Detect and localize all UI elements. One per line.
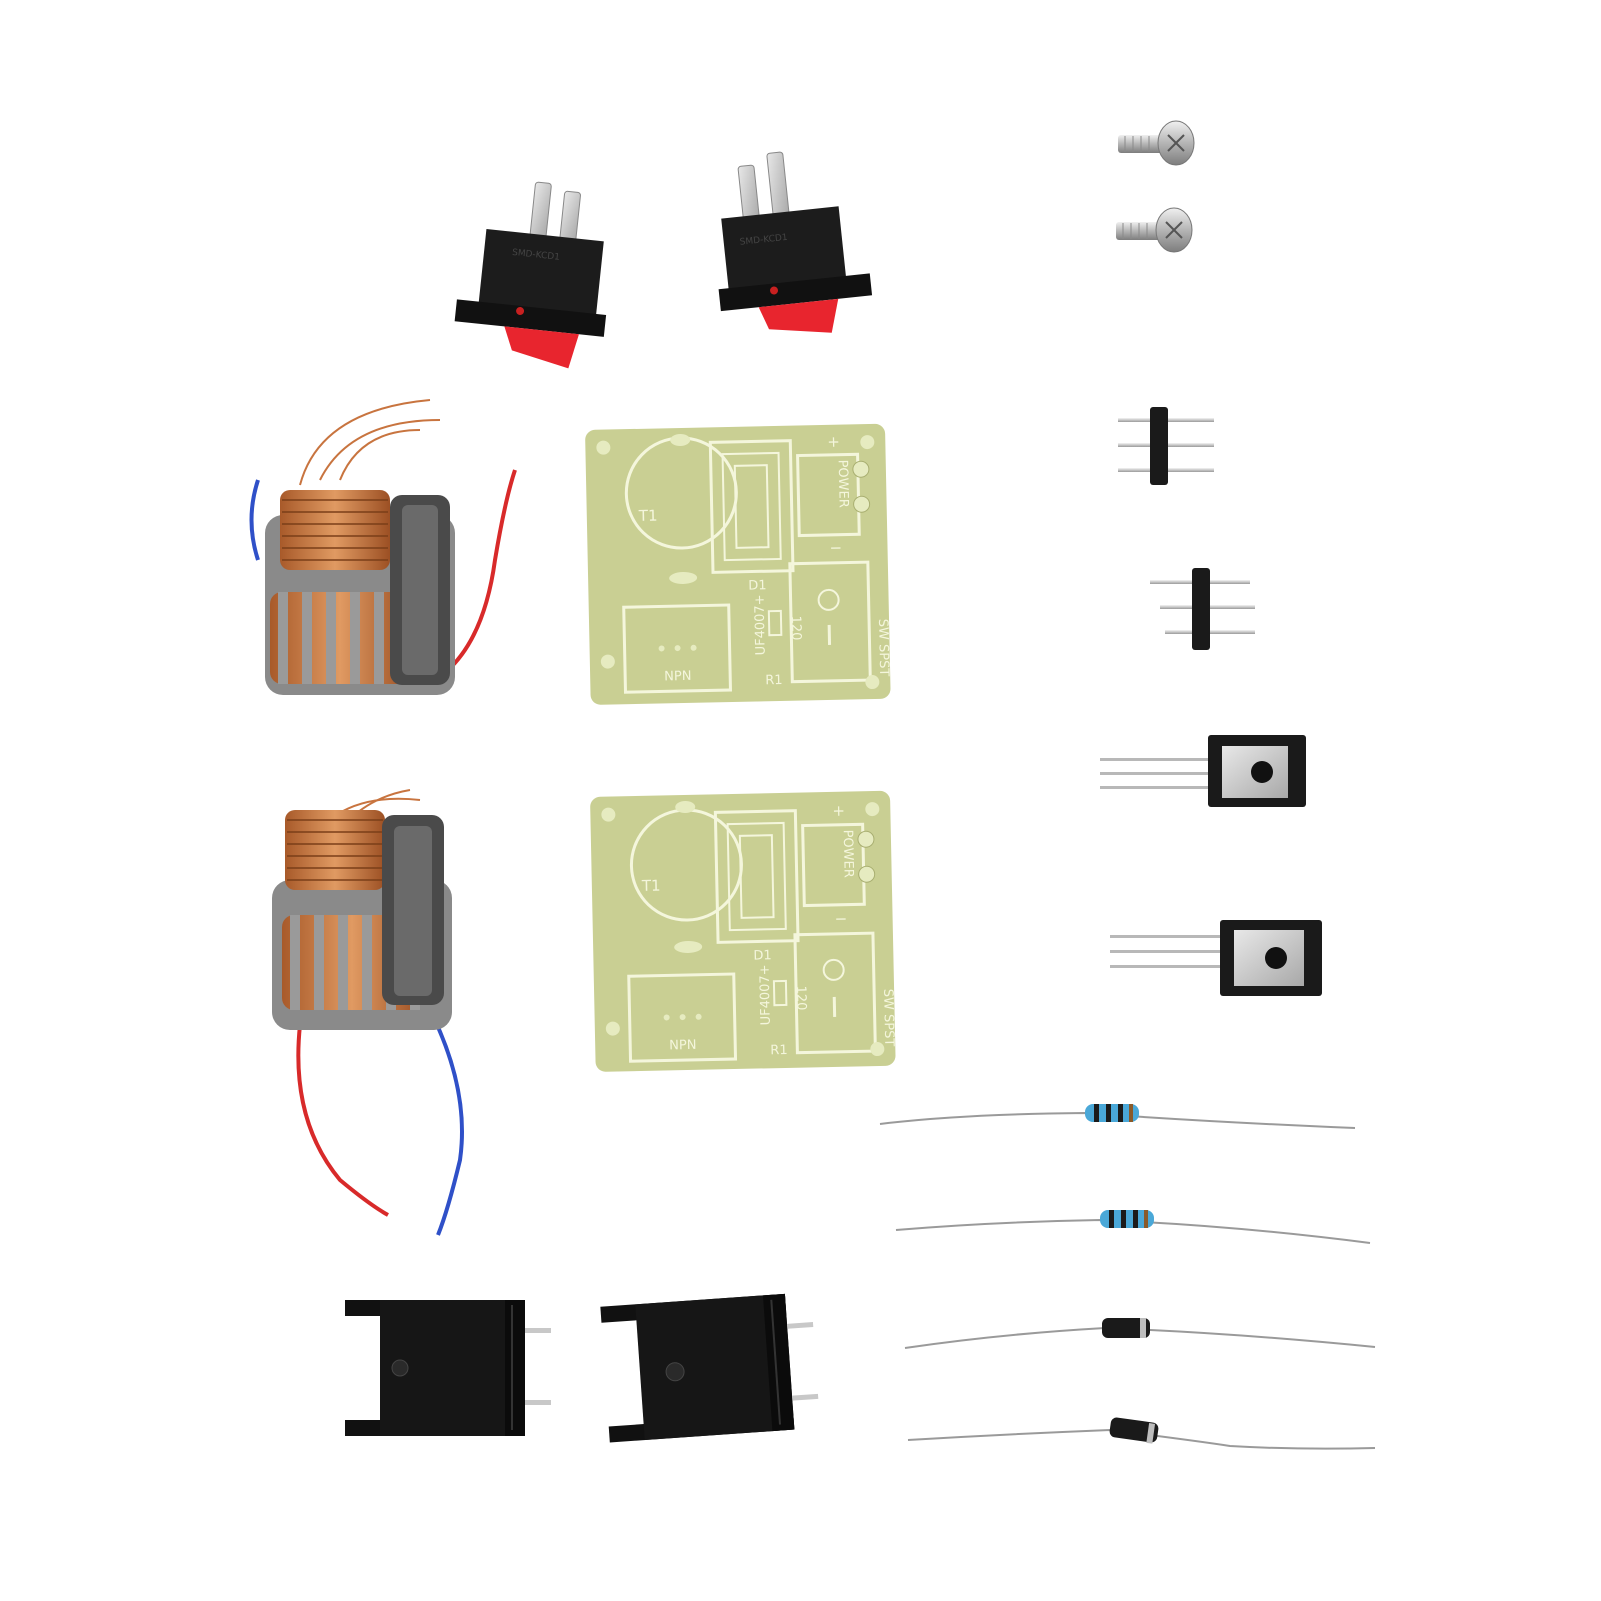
- pcb-label-r1: R1: [765, 673, 783, 688]
- screw-2: [1116, 207, 1193, 253]
- pcb-label-r1: R1: [770, 1043, 788, 1058]
- pcb-label-power: POWER: [840, 829, 856, 877]
- switch-marking: SMD-KCD1: [739, 233, 788, 248]
- pcb-label-diode-part: UF4007+: [758, 964, 774, 1025]
- pin-header-2: [1150, 568, 1255, 650]
- pcb-label-d1: D1: [748, 578, 767, 593]
- power-transistor-1: [1100, 735, 1306, 807]
- heatsink-1: [345, 1300, 551, 1436]
- pcb-label-minus: −: [829, 539, 842, 557]
- hv-transformer-1: [249, 399, 517, 695]
- diode-2: [907, 1417, 1376, 1450]
- pcb-label-plus: +: [827, 433, 840, 451]
- pcb-label-power: POWER: [835, 459, 851, 507]
- resistor-2: [895, 1210, 1371, 1244]
- pcb-label-d1: D1: [753, 948, 772, 963]
- power-transistor-2: [1110, 920, 1322, 996]
- heatsink-2: [600, 1293, 819, 1443]
- diode-1: [904, 1318, 1376, 1349]
- pcb-label-switch: SW SPST: [875, 619, 891, 677]
- hv-transformer-2: [272, 789, 464, 1236]
- pcb-label-npn: NPN: [669, 1038, 697, 1054]
- rocker-switch-1: SMD-KCD1: [454, 181, 607, 369]
- resistor-1: [879, 1104, 1356, 1129]
- pcb-label-switch: SW SPST: [880, 989, 896, 1047]
- pcb-label-npn: NPN: [664, 669, 692, 685]
- screw-1: [1118, 120, 1195, 166]
- pcb-label-r1-value: 120: [793, 985, 809, 1010]
- pcb-label-minus: −: [834, 910, 847, 928]
- pcb-label-t1: T1: [638, 507, 658, 525]
- pcb-board-1: T1 POWER + − SW SPST D1 UF4007+ 120 R1 N…: [585, 423, 891, 705]
- pcb-label-plus: +: [832, 802, 845, 820]
- pcb-label-diode-part: UF4007+: [752, 594, 768, 655]
- pcb-label-r1-value: 120: [788, 615, 804, 640]
- pcb-label-t1: T1: [641, 877, 661, 895]
- switch-marking: SMD-KCD1: [512, 248, 561, 263]
- pcb-board-2: T1 POWER + − SW SPST D1 UF4007+ 120 R1 N…: [590, 790, 896, 1072]
- rocker-switch-2: SMD-KCD1: [718, 151, 873, 333]
- pin-header-1: [1118, 407, 1214, 485]
